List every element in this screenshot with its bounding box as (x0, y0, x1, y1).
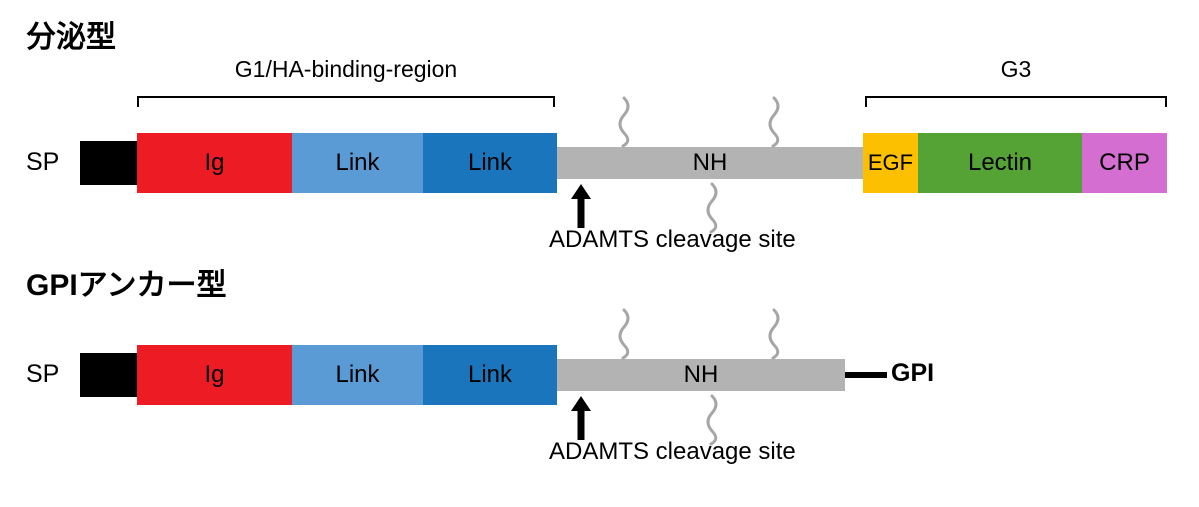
glycan-squiggle-icon (706, 394, 718, 446)
signal-peptide-box (80, 353, 137, 397)
cleavage-site-arrow-icon (571, 396, 591, 440)
glycan-squiggle-icon (618, 308, 630, 360)
nh-region-bar: NH (557, 359, 845, 391)
g1-ha-binding-region-label: G1/HA-binding-region (234, 56, 458, 82)
glycan-squiggle-icon (618, 96, 630, 148)
glycan-squiggle-icon (768, 308, 780, 360)
link-domain-1-box: Link (292, 345, 423, 405)
adamts-cleavage-site-label: ADAMTS cleavage site (549, 226, 796, 253)
g1-region-bracket (137, 96, 555, 107)
gpi-anchored-form-title: GPIアンカー型 (26, 269, 227, 302)
link-domain-2-box: Link (423, 133, 557, 193)
secreted-form-title: 分泌型 (26, 21, 116, 54)
cleavage-site-arrow-icon (571, 184, 591, 228)
g3-region-label: G3 (1000, 56, 1032, 82)
glycan-squiggle-icon (706, 182, 718, 234)
gpi-anchor-line (845, 372, 887, 378)
link-domain-2-box: Link (423, 345, 557, 405)
signal-peptide-box (80, 141, 137, 185)
crp-domain-box: CRP (1082, 133, 1167, 193)
link-domain-1-box: Link (292, 133, 423, 193)
egf-domain-box: EGF (863, 133, 918, 193)
ig-domain-box: Ig (137, 133, 292, 193)
lectin-domain-box: Lectin (918, 133, 1082, 193)
adamts-cleavage-site-label: ADAMTS cleavage site (549, 438, 796, 465)
ig-domain-box: Ig (137, 345, 292, 405)
gpi-anchor-label: GPI (891, 359, 935, 387)
nh-region-bar: NH (557, 147, 863, 179)
signal-peptide-label: SP (26, 360, 60, 388)
g3-region-bracket (865, 96, 1167, 107)
signal-peptide-label: SP (26, 148, 60, 176)
glycan-squiggle-icon (768, 96, 780, 148)
